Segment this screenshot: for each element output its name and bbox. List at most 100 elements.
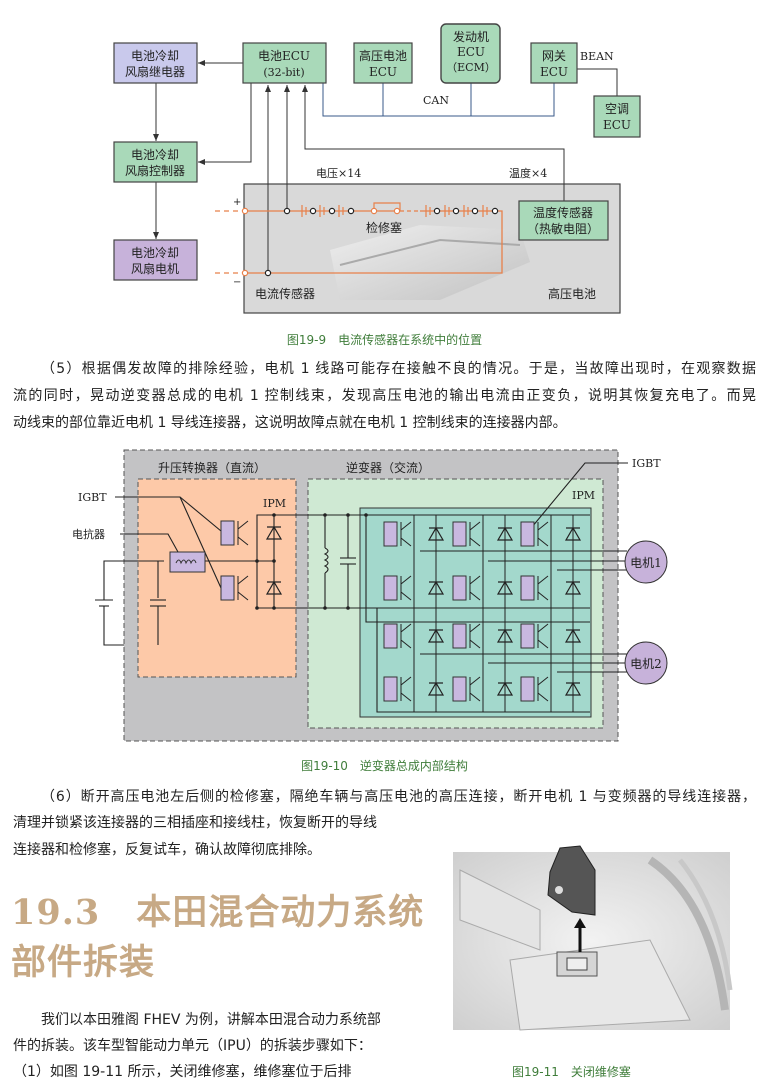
svg-text:电池ECU: 电池ECU: [258, 49, 310, 63]
igbt-transistor-icon: [469, 623, 481, 649]
hv-battery-label: 高压电池: [548, 286, 596, 301]
figure-19-9-caption: 图19-9 电流传感器在系统中的位置: [286, 333, 483, 347]
motor2: 电机2: [624, 641, 668, 685]
igbt-gate-icon: [452, 623, 467, 649]
svg-text:电池冷却: 电池冷却: [131, 49, 179, 63]
figure-19-10-diagram: 电机1 电机2 升压转换器（直流） 逆变器（交流） IGBT 电抗器 IGBT …: [72, 449, 668, 742]
current-sensor-label: 电流传感器: [255, 286, 315, 301]
igbt-gate-icon: [383, 575, 398, 601]
service-plug-photo: [453, 845, 733, 1031]
igbt-right-label: IGBT: [632, 457, 661, 470]
svg-text:风扇电机: 风扇电机: [131, 261, 179, 276]
inverter-label: 逆变器（交流）: [346, 460, 430, 475]
section-title-line1: 19.3 本田混合动力系统: [11, 892, 425, 933]
igbt-gate-icon: [452, 575, 467, 601]
junction-dot: [346, 606, 350, 610]
section-title-line2: 部件拆装: [11, 942, 156, 983]
igbt-gate-icon: [452, 676, 467, 702]
bean-label: BEAN: [580, 50, 614, 63]
igbt-transistor-icon: [469, 521, 481, 547]
para6-line3: 连接器和检修塞，反复试车，确认故障彻底排除。: [13, 842, 321, 858]
circuit-wires: [95, 462, 628, 713]
figure-19-9-diagram: 电池冷却 风扇继电器 电池冷却 风扇控制器 电池冷却 风扇电机 电池ECU (3…: [113, 23, 641, 314]
igbt-gate-icon: [520, 676, 535, 702]
plus-label: +: [233, 197, 241, 208]
engine-ecu-box: 发动机 ECU （ECM）: [440, 23, 501, 84]
service-plug-label: 检修塞: [366, 220, 402, 235]
fan-motor-box: 电池冷却 风扇电机: [113, 239, 198, 281]
fan-controller-box: 电池冷却 风扇控制器: [113, 141, 198, 183]
gateway-ecu-box: 网关 ECU: [530, 42, 578, 84]
igbt-transistor-icon: [537, 676, 549, 702]
relay-box: 电池冷却 风扇继电器: [113, 42, 198, 84]
svg-text:ECU: ECU: [603, 118, 631, 132]
diode-icon: [265, 525, 283, 540]
svg-text:电池冷却: 电池冷却: [131, 148, 179, 162]
igbt-gate-icon: [520, 575, 535, 601]
diode-icon: [265, 580, 283, 595]
junction-dot: [255, 559, 259, 563]
svg-text:(32-bit): (32-bit): [263, 66, 304, 79]
igbt-gate-icon: [452, 521, 467, 547]
temp-sensor-box: 温度传感器 （热敏电阻）: [518, 200, 609, 241]
para5-line2: 流的同时，晃动逆变器总成的电机 1 控制线束，发现高压电池的输出电流由正变负，说…: [13, 388, 756, 404]
svg-text:风扇控制器: 风扇控制器: [125, 163, 185, 178]
svg-text:ECU: ECU: [457, 45, 485, 59]
igbt-transistor-icon: [537, 575, 549, 601]
svg-text:ECU: ECU: [540, 65, 568, 79]
reactor: [169, 551, 206, 573]
igbt-transistor-icon: [400, 575, 412, 601]
motor1: 电机1: [624, 540, 668, 584]
igbt-gate-icon: [220, 520, 235, 546]
igbt-cells: [220, 513, 582, 712]
can-label: CAN: [423, 94, 449, 107]
igbt-left-label: IGBT: [78, 491, 107, 504]
junction-dot: [272, 559, 276, 563]
can-bus: [322, 83, 555, 117]
igbt-transistor-icon: [237, 520, 249, 546]
hv-circuit: [215, 202, 503, 277]
svg-text:电机1: 电机1: [630, 556, 662, 570]
svg-text:电池冷却: 电池冷却: [131, 246, 179, 260]
ipm-right-label: IPM: [572, 489, 595, 502]
svg-text:高压电池: 高压电池: [359, 48, 407, 63]
reactor-label: 电抗器: [72, 527, 105, 541]
igbt-transistor-icon: [469, 575, 481, 601]
svg-text:（热敏电阻）: （热敏电阻）: [527, 221, 599, 236]
igbt-transistor-icon: [400, 521, 412, 547]
igbt-transistor-icon: [400, 623, 412, 649]
intro-line1: 我们以本田雅阁 FHEV 为例，讲解本田混合动力系统部: [41, 1012, 381, 1028]
igbt-gate-icon: [520, 521, 535, 547]
igbt-gate-icon: [383, 623, 398, 649]
igbt-gate-icon: [383, 521, 398, 547]
voltage-label: 电压×14: [316, 167, 361, 180]
svg-text:电机2: 电机2: [630, 657, 662, 671]
svg-text:温度传感器: 温度传感器: [533, 205, 593, 220]
igbt-transistor-icon: [537, 521, 549, 547]
signal-wires: [153, 60, 618, 273]
para5-line3: 动线束的部位靠近电机 1 导线连接器，这说明故障点就在电机 1 控制线束的连接器…: [13, 415, 567, 431]
para5-line1: （5）根据偶发故障的排除经验，电机 1 线路可能存在接触不良的情况。于是，当故障…: [41, 361, 756, 377]
hv-battery-ecu-box: 高压电池 ECU: [353, 42, 413, 84]
junction-dot: [272, 513, 276, 517]
svg-text:ECU: ECU: [369, 65, 397, 79]
svg-text:网关: 网关: [542, 49, 566, 63]
igbt-gate-icon: [383, 676, 398, 702]
junction-dot: [272, 606, 276, 610]
intro-line3: （1）如图 19-11 所示，关闭维修塞，维修塞位于后排: [13, 1064, 352, 1080]
junction-dot: [323, 606, 327, 610]
figure-19-11-caption: 图19-11 关闭维修塞: [512, 1065, 631, 1079]
igbt-transistor-icon: [537, 623, 549, 649]
figure-19-10-caption: 图19-10 逆变器总成内部结构: [301, 759, 468, 773]
svg-text:空调: 空调: [605, 102, 629, 116]
junction-dot: [346, 513, 350, 517]
intro-line2: 件的拆装。该车型智能动力单元（IPU）的拆装步骤如下：: [13, 1038, 372, 1054]
para6-line1: （6）断开高压电池左后侧的检修塞，隔绝车辆与高压电池的高压连接，断开电机 1 与…: [41, 789, 756, 805]
ac-ecu-box: 空调 ECU: [593, 95, 641, 138]
igbt-transistor-icon: [237, 575, 249, 601]
igbt-gate-icon: [220, 575, 235, 601]
junction-dot: [323, 513, 327, 517]
svg-text:（ECM）: （ECM）: [446, 61, 496, 74]
igbt-transistor-icon: [469, 676, 481, 702]
temp-label: 温度×4: [509, 166, 547, 180]
